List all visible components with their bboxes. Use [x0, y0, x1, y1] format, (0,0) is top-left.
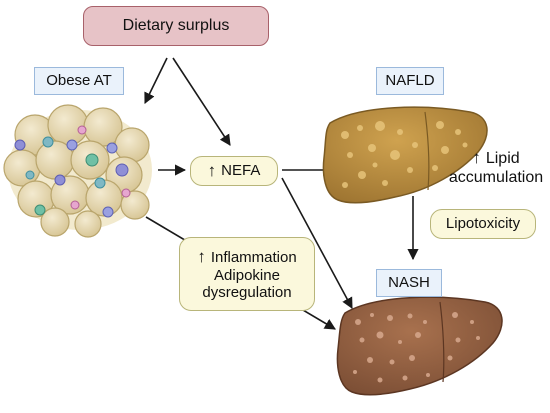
dietary-surplus-label: Dietary surplus [122, 16, 230, 34]
lipid-accumulation-text: ↑Lipid accumulation [442, 148, 550, 188]
lipid-up-arrow: ↑ [472, 148, 481, 167]
inflammation-line: ↑Inflammation [197, 247, 296, 267]
inflammation-up-arrow: ↑ [197, 246, 206, 266]
dietary-surplus-box: Dietary surplus [83, 6, 269, 46]
fatty-liver-icon [322, 106, 488, 204]
arrow-diet-to-obese-at [144, 57, 168, 105]
lipotoxicity-box: Lipotoxicity [430, 209, 536, 239]
nefa-up-arrow: ↑ [207, 161, 217, 181]
lipid-line-1: ↑Lipid [442, 148, 550, 168]
lipid-line-2: accumulation [448, 169, 544, 187]
lipotoxicity-label: Lipotoxicity [445, 215, 521, 233]
obese-at-label-box: Obese AT [34, 67, 124, 95]
nash-label-box: NASH [376, 269, 442, 297]
adipokine-line-2: dysregulation [202, 283, 292, 301]
obese-at-label: Obese AT [46, 72, 112, 90]
nefa-label: NEFA [221, 162, 261, 180]
adipose-tissue-cluster-icon [3, 104, 152, 238]
lipid-word: Lipid [485, 150, 520, 167]
arrow-diet-to-nefa [172, 57, 231, 146]
nefa-box: ↑ NEFA [190, 156, 278, 186]
nafld-label-box: NAFLD [376, 67, 444, 95]
nash-label: NASH [388, 274, 430, 292]
nash-liver-icon [336, 296, 503, 396]
inflammation-label: Inflammation [210, 248, 297, 266]
arrow-nefa-to-nash [281, 177, 353, 309]
nafld-label: NAFLD [385, 72, 435, 90]
inflammation-box: ↑Inflammation Adipokine dysregulation [179, 237, 315, 311]
adipokine-line-1: Adipokine [214, 266, 280, 284]
